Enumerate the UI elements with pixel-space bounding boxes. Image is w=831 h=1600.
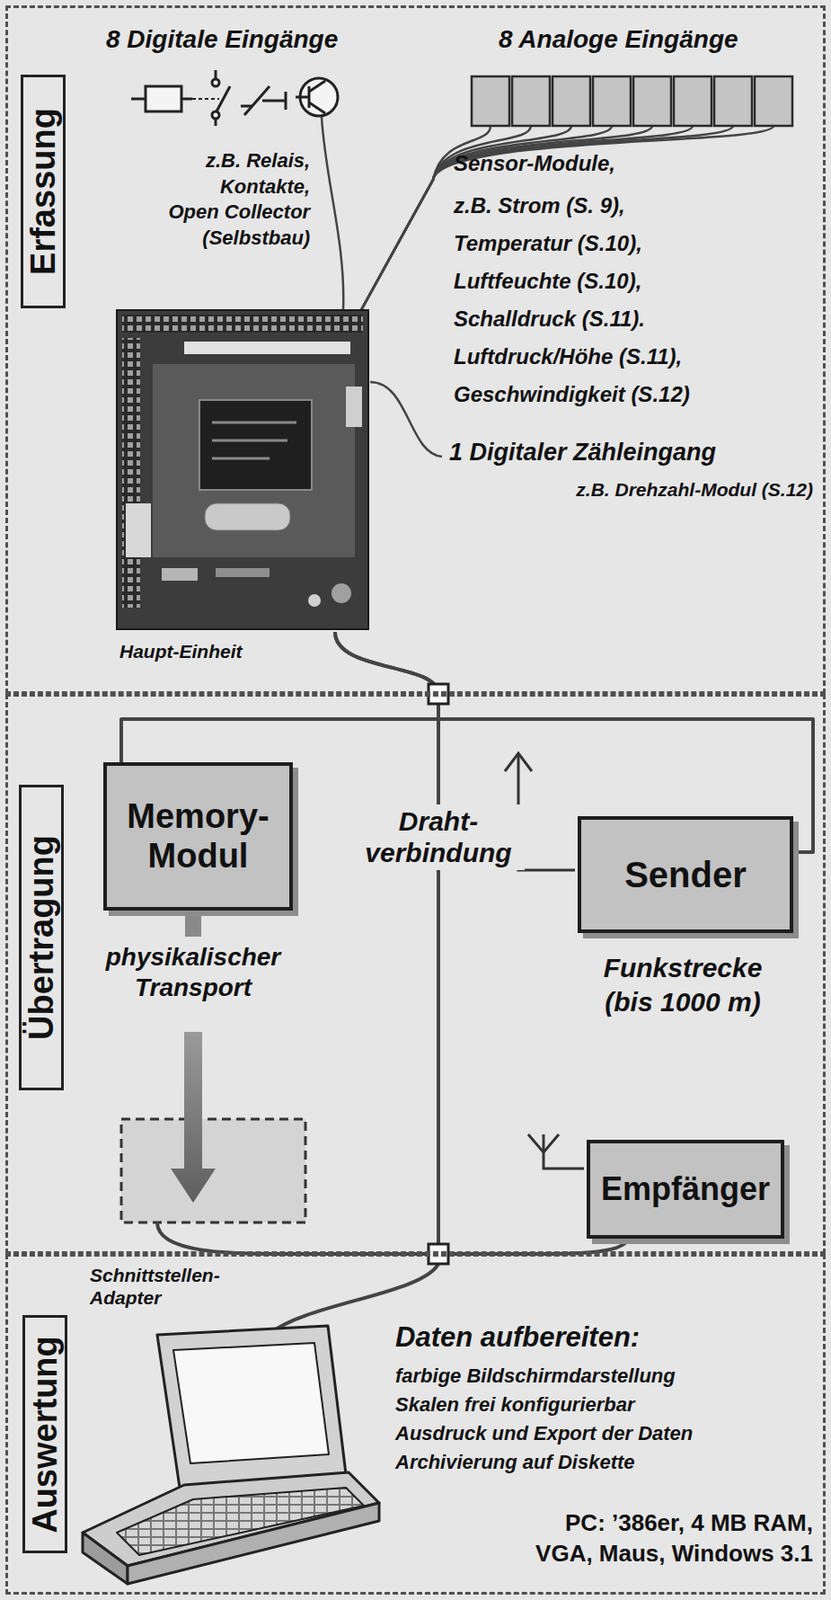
transistor-symbol-part (309, 102, 326, 114)
main-unit-photo-part (212, 421, 297, 425)
band-label: Erfassung (26, 107, 61, 275)
evaluation-item: Skalen frei konfigurierbar (395, 1392, 636, 1416)
band-label-box: Erfassung (20, 74, 66, 309)
transistor-symbol (295, 78, 338, 116)
merge-wires (157, 1221, 629, 1254)
counter-input-heading: 1 Digitaler Zähleingang (449, 438, 717, 467)
main-unit-photo-part (116, 309, 369, 629)
main-unit-photo-part (199, 399, 312, 490)
digital-input-examples: z.B. Relais, Kontakte, Open Collector (S… (166, 148, 310, 251)
sender-box: Sender (577, 815, 794, 933)
main-unit-photo-part (161, 567, 198, 581)
transistor-symbol-part (309, 80, 326, 92)
analog-input-slots-part (512, 76, 550, 126)
band-label-box: Auswertung (22, 1314, 68, 1553)
memory-outlet (185, 907, 202, 937)
transport-label: physikalischer Transport (92, 941, 294, 1002)
band-label: Übertragung (24, 834, 59, 1040)
relay-symbol-part (181, 97, 193, 101)
counter-input-leader (370, 381, 443, 457)
switch-symbol-part (216, 86, 230, 112)
evaluation-item: Ausdruck und Export der Daten (395, 1421, 693, 1445)
band-label: Auswertung (27, 1334, 62, 1533)
merge-wires-part (157, 1221, 429, 1254)
evaluation-item: Archivierung auf Diskette (395, 1449, 636, 1474)
box-title: Sender (624, 853, 747, 895)
box-title: Empfänger (601, 1169, 770, 1207)
box-title: Memory- Modul (114, 796, 282, 876)
sensor-list: z.B. Strom (S. 9), Temperatur (S.10), Lu… (453, 186, 713, 414)
main-unit-photo-part (122, 337, 141, 608)
analog-input-slots-part (714, 76, 752, 126)
main-unit-photo-part (331, 583, 352, 603)
analog-input-slots (471, 76, 793, 126)
relay-symbol-part (192, 97, 220, 100)
receiver-box: Empfänger (586, 1139, 785, 1238)
memory-module-box: Memory- Modul (103, 761, 293, 911)
evaluation-item: farbige Bildschirmdarstellung (395, 1363, 676, 1388)
analog-input-slots-part (633, 76, 672, 126)
capture-band: ErfassungHaupt-Einheit (5, 5, 826, 694)
analog-input-slots-part (673, 76, 712, 126)
main-unit-photo-part (345, 386, 363, 427)
merge-wires-part (448, 1235, 629, 1254)
main-unit-photo-part (212, 439, 288, 443)
switch-symbol-part (212, 79, 220, 87)
switch-symbol-part (214, 118, 218, 126)
band-label-box: Übertragung (18, 784, 64, 1090)
main-unit-photo-part (184, 341, 351, 354)
contact-symbol-part (262, 99, 286, 103)
main-unit-board: Haupt-Einheit (119, 312, 372, 632)
contact-symbol-part (240, 105, 252, 108)
adapter-label: Schnittstellen- Adapter (89, 1263, 232, 1309)
relay-symbol (131, 86, 220, 112)
receiver-antenna-part (528, 1133, 559, 1152)
main-unit-photo (116, 309, 369, 629)
laptop-illustration-part (82, 1531, 128, 1583)
main-unit-photo-part (215, 567, 270, 577)
main-unit-photo-part (308, 593, 321, 607)
input-heading: 8 Analoge Eingänge (498, 25, 739, 54)
relay-symbol-part (131, 97, 146, 101)
contact-symbol (240, 86, 286, 115)
digital-input-wire (321, 116, 344, 310)
contact-symbol-part (284, 91, 288, 110)
sensor-heading: Sensor-Module, (453, 150, 616, 177)
radio-link-label: Funkstrecke (bis 1000 m) (588, 950, 778, 1018)
counter-input-example: z.B. Drehzahl-Modul (S.12) (575, 478, 814, 501)
wired-link (436, 703, 441, 1244)
laptop-illustration-part (173, 1342, 329, 1463)
main-unit-photo-part (152, 363, 355, 557)
sender-antenna-part (518, 754, 575, 870)
evaluation-heading: Daten aufbereiten: (395, 1320, 640, 1353)
analog-input-slots-part (552, 76, 591, 126)
receiver-antenna-part (543, 1133, 584, 1168)
switch-symbol-part (212, 111, 220, 119)
sender-antenna-part (504, 752, 532, 771)
transport-arrow (170, 1031, 216, 1203)
analog-input-slots-part (754, 76, 793, 126)
switch-symbol (212, 70, 230, 126)
laptop-illustration-part (157, 1325, 346, 1487)
laptop-illustration-part (116, 1486, 364, 1555)
relay-symbol-part (145, 86, 182, 112)
main-unit-photo-part (212, 457, 270, 460)
receiver-antenna (528, 1133, 584, 1168)
main-unit-photo-part (125, 503, 151, 557)
main-unit-photo-part (122, 314, 363, 333)
input-heading: 8 Digitale Eingänge (106, 25, 338, 54)
wired-link-label: Draht- verbindung (352, 804, 525, 870)
main-unit-photo-part (204, 503, 291, 531)
analog-input-slots-part (592, 76, 631, 126)
laptop-illustration (82, 1325, 380, 1583)
transistor-symbol-part (295, 96, 310, 99)
unit-caption: Haupt-Einheit (119, 640, 243, 663)
analog-input-slots-part (471, 76, 510, 126)
pc-requirements: PC: ’386er, 4 MB RAM, VGA, Maus, Windows… (528, 1507, 814, 1569)
